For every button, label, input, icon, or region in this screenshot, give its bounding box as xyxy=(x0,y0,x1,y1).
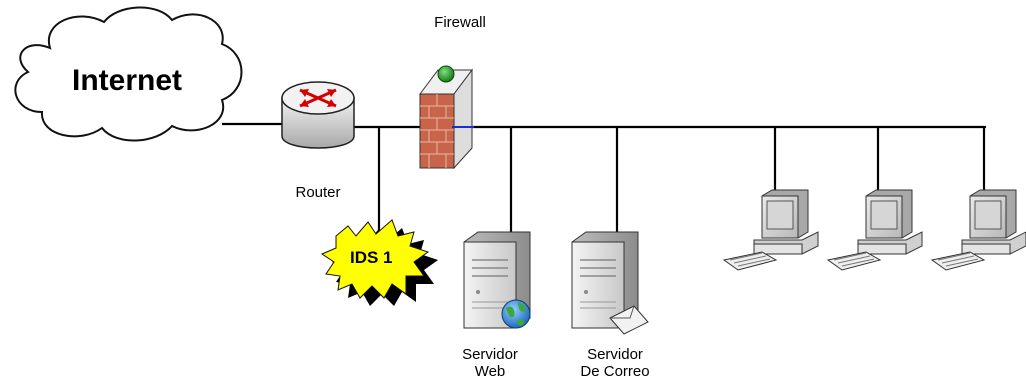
firewall-status-dot xyxy=(437,65,455,83)
brick-wall-icon xyxy=(419,65,474,170)
web-server-label-line1: Servidor xyxy=(462,346,518,363)
router-label: Router xyxy=(295,184,341,201)
envelope-icon xyxy=(609,305,649,335)
mail-server-label-line1: Servidor xyxy=(587,346,643,363)
web-server-label: Servidor Web xyxy=(450,346,530,380)
mail-server-icon xyxy=(571,231,649,335)
mail-server-label-line2: De Correo xyxy=(580,363,650,380)
router-icon xyxy=(281,81,355,149)
ids-label: IDS 1 xyxy=(350,248,393,267)
cloud-icon xyxy=(14,6,243,142)
globe-icon xyxy=(501,299,531,329)
starburst-icon xyxy=(320,219,438,306)
web-server-icon xyxy=(463,231,531,329)
network-links xyxy=(222,122,986,236)
internet-label: Internet xyxy=(72,64,183,97)
workstation-1 xyxy=(723,189,819,271)
firewall-label: Firewall xyxy=(434,14,486,31)
mail-server-label: Servidor De Correo xyxy=(570,346,660,380)
workstation-3 xyxy=(931,189,1026,271)
web-server-label-line2: Web xyxy=(474,363,506,380)
workstation-2 xyxy=(827,189,923,271)
